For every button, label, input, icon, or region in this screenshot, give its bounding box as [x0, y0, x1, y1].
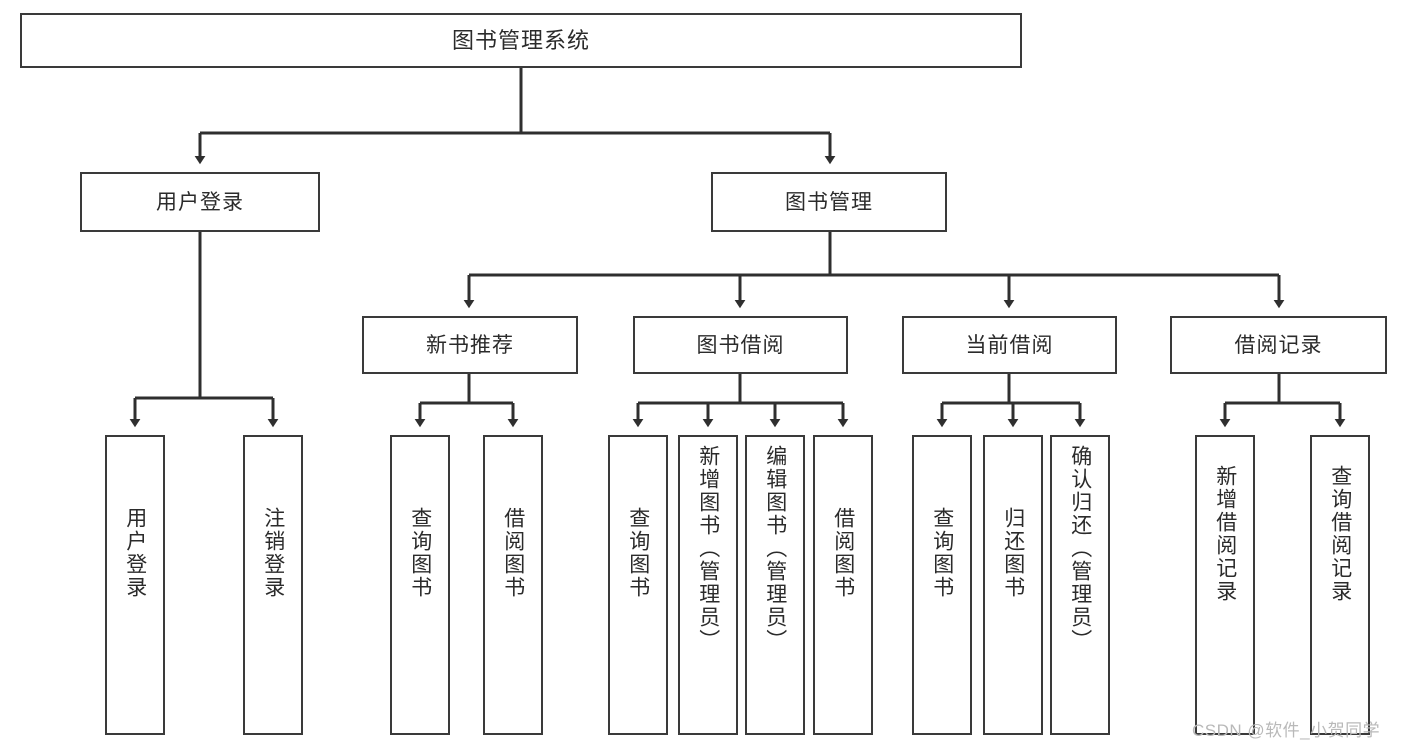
node-f-add-record[interactable]: 新增借阅记录 [1195, 435, 1255, 735]
node-f-borrow-book-2[interactable]: 借阅图书 [813, 435, 873, 735]
node-label: 归还图书 [1001, 507, 1025, 599]
node-label: 编辑图书（管理员） [763, 445, 787, 652]
node-user-login[interactable]: 用户登录 [80, 172, 320, 232]
node-f-query-book-2[interactable]: 查询图书 [608, 435, 668, 735]
node-label: 新增借阅记录 [1213, 465, 1237, 603]
node-label: 确认归还（管理员） [1068, 445, 1092, 652]
node-label: 图书管理系统 [451, 27, 590, 53]
node-label: 新增图书（管理员） [696, 445, 720, 652]
node-book-manage[interactable]: 图书管理 [711, 172, 947, 232]
node-label: 新书推荐 [426, 333, 514, 357]
node-f-user-login[interactable]: 用户登录 [105, 435, 165, 735]
node-root[interactable]: 图书管理系统 [20, 13, 1022, 68]
node-label: 注销登录 [261, 507, 285, 599]
node-label: 图书管理 [785, 190, 873, 214]
node-label: 借阅图书 [831, 507, 855, 599]
node-f-borrow-book-1[interactable]: 借阅图书 [483, 435, 543, 735]
node-label: 图书借阅 [696, 333, 785, 357]
node-book-borrow[interactable]: 图书借阅 [633, 316, 848, 374]
node-label: 查询借阅记录 [1328, 465, 1352, 603]
node-new-book-rec[interactable]: 新书推荐 [362, 316, 578, 374]
node-f-edit-book[interactable]: 编辑图书（管理员） [745, 435, 805, 735]
node-label: 当前借阅 [965, 333, 1054, 357]
node-f-user-logout[interactable]: 注销登录 [243, 435, 303, 735]
node-f-query-book-1[interactable]: 查询图书 [390, 435, 450, 735]
node-f-query-book-3[interactable]: 查询图书 [912, 435, 972, 735]
node-label: 查询图书 [408, 507, 432, 599]
node-borrow-record[interactable]: 借阅记录 [1170, 316, 1387, 374]
node-label: 用户登录 [156, 190, 244, 214]
node-f-confirm-return[interactable]: 确认归还（管理员） [1050, 435, 1110, 735]
node-label: 查询图书 [930, 507, 954, 599]
node-label: 借阅记录 [1234, 333, 1323, 357]
node-label: 查询图书 [626, 507, 650, 599]
node-f-return-book[interactable]: 归还图书 [983, 435, 1043, 735]
node-label: 借阅图书 [501, 507, 525, 599]
node-label: 用户登录 [123, 507, 147, 599]
node-f-add-book[interactable]: 新增图书（管理员） [678, 435, 738, 735]
node-current-borrow[interactable]: 当前借阅 [902, 316, 1117, 374]
node-f-query-record[interactable]: 查询借阅记录 [1310, 435, 1370, 735]
